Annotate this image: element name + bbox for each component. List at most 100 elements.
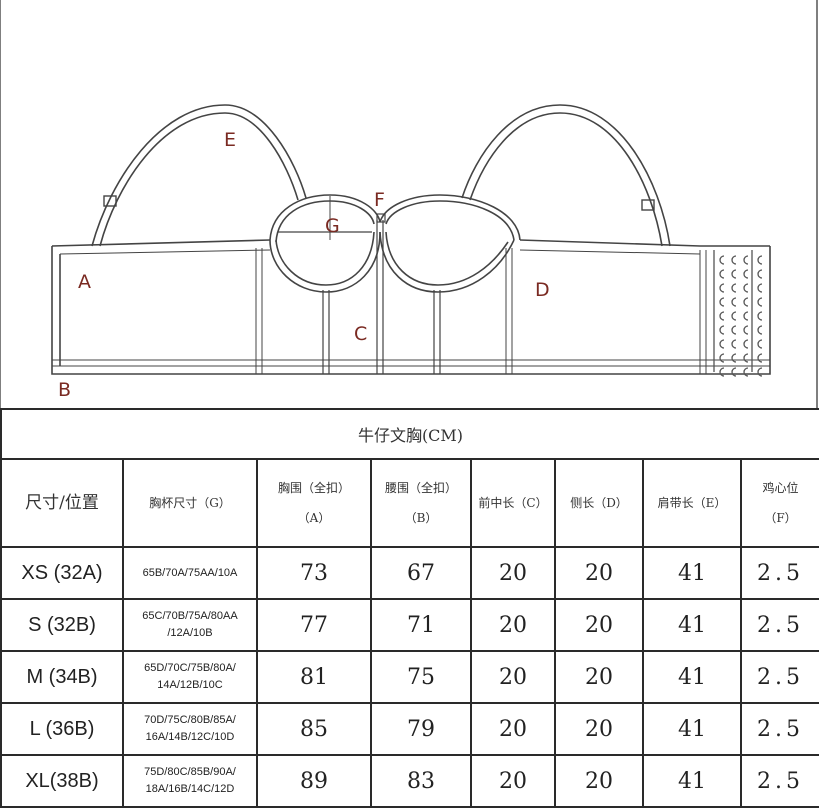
waist-cell: 75 bbox=[370, 650, 472, 704]
band-outline bbox=[51, 220, 771, 375]
cup-size-line2: 16A/14B/12C/10D bbox=[145, 731, 235, 743]
hook-eye bbox=[731, 255, 737, 265]
side-length-cell: 20 bbox=[554, 754, 644, 808]
bust-cell: 73 bbox=[256, 546, 372, 600]
cup-size-cell: 70D/75C/80B/85A/16A/14B/12C/10D bbox=[122, 702, 258, 756]
hook-eye bbox=[731, 297, 737, 307]
center-gore-cell: 2.5 bbox=[740, 598, 819, 652]
hook-eye bbox=[757, 269, 763, 279]
header-waist: 腰围（全扣） （B） bbox=[370, 458, 472, 548]
hook-eye bbox=[719, 311, 725, 321]
hook-eye bbox=[719, 255, 725, 265]
size-cell: S (32B) bbox=[0, 598, 124, 652]
header-center-gore-line2: （F） bbox=[764, 511, 797, 525]
bra-measurement-diagram: A B C D E F G bbox=[0, 0, 818, 408]
cup-size-line1: 65C/70B/75A/80AA bbox=[142, 610, 238, 622]
hook-eye bbox=[719, 283, 725, 293]
hook-eye bbox=[743, 325, 749, 335]
header-size-line1: 尺寸/位置 bbox=[25, 493, 99, 513]
strap-length-cell: 41 bbox=[642, 702, 742, 756]
hook-eye bbox=[731, 367, 737, 377]
label-d: D bbox=[535, 279, 550, 301]
cup-size-cell: 65B/70A/75AA/10A bbox=[122, 546, 258, 600]
label-e: E bbox=[224, 129, 236, 151]
label-f: F bbox=[374, 189, 385, 211]
center-front-cell: 20 bbox=[470, 702, 556, 756]
label-g: G bbox=[325, 215, 340, 237]
hook-eye bbox=[731, 283, 737, 293]
header-waist-line1: 腰围（全扣） bbox=[384, 481, 457, 495]
hook-eye bbox=[731, 339, 737, 349]
hook-eye bbox=[743, 367, 749, 377]
header-side-length-line1: 侧长（D） bbox=[570, 496, 628, 510]
hook-eye bbox=[719, 297, 725, 307]
cup-size-line2: /12A/10B bbox=[167, 627, 213, 639]
cup-size-cell: 65C/70B/75A/80AA/12A/10B bbox=[122, 598, 258, 652]
header-waist-line2: （B） bbox=[404, 511, 438, 525]
size-cell: L (36B) bbox=[0, 702, 124, 756]
hook-eye bbox=[743, 353, 749, 363]
label-a: A bbox=[78, 271, 91, 293]
header-strap-length-line1: 肩带长（E） bbox=[657, 496, 727, 510]
header-cup-size-line1: 胸杯尺寸（G） bbox=[149, 496, 231, 510]
cup-size-line1: 65B/70A/75AA/10A bbox=[142, 566, 238, 579]
bust-cell: 85 bbox=[256, 702, 372, 756]
center-front-cell: 20 bbox=[470, 650, 556, 704]
hook-eye bbox=[719, 353, 725, 363]
hook-eye bbox=[719, 339, 725, 349]
center-gore-cell: 2.5 bbox=[740, 754, 819, 808]
hook-eye bbox=[743, 255, 749, 265]
hook-eye bbox=[757, 325, 763, 335]
hook-eye bbox=[757, 255, 763, 265]
strap-length-cell: 41 bbox=[642, 650, 742, 704]
header-side-length: 侧长（D） bbox=[554, 458, 644, 548]
size-cell: XS (32A) bbox=[0, 546, 124, 600]
strap-length-cell: 41 bbox=[642, 598, 742, 652]
side-length-cell: 20 bbox=[554, 650, 644, 704]
shoulder-straps bbox=[91, 104, 671, 247]
waist-cell: 67 bbox=[370, 546, 472, 600]
hook-eye-closure bbox=[713, 250, 763, 377]
center-front-cell: 20 bbox=[470, 754, 556, 808]
header-center-front-line1: 前中长（C） bbox=[478, 496, 548, 510]
bust-cell: 81 bbox=[256, 650, 372, 704]
label-c: C bbox=[354, 323, 367, 345]
hook-eye bbox=[757, 367, 763, 377]
cup-size-line2: 14A/12B/10C bbox=[157, 679, 223, 691]
hook-eye bbox=[743, 339, 749, 349]
bust-cell: 89 bbox=[256, 754, 372, 808]
side-length-cell: 20 bbox=[554, 598, 644, 652]
hook-eye bbox=[731, 325, 737, 335]
size-cell: XL(38B) bbox=[0, 754, 124, 808]
cups bbox=[269, 194, 521, 293]
waist-cell: 79 bbox=[370, 702, 472, 756]
header-bust-line1: 胸围（全扣） bbox=[277, 481, 350, 495]
center-gore-cell: 2.5 bbox=[740, 546, 819, 600]
header-bust: 胸围（全扣） （A） bbox=[256, 458, 372, 548]
hook-eye bbox=[731, 353, 737, 363]
cup-size-line1: 70D/75C/80B/85A/ bbox=[144, 714, 236, 726]
header-center-gore: 鸡心位 （F） bbox=[740, 458, 819, 548]
hook-eye bbox=[757, 283, 763, 293]
hook-eye bbox=[731, 311, 737, 321]
strap-length-cell: 41 bbox=[642, 754, 742, 808]
side-length-cell: 20 bbox=[554, 546, 644, 600]
header-center-gore-line1: 鸡心位 bbox=[762, 481, 799, 495]
strap-length-cell: 41 bbox=[642, 546, 742, 600]
table-title: 牛仔文胸(CM) bbox=[0, 408, 819, 460]
header-bust-line2: （A） bbox=[297, 511, 331, 525]
bust-cell: 77 bbox=[256, 598, 372, 652]
hook-eye bbox=[719, 269, 725, 279]
hook-eye bbox=[743, 269, 749, 279]
waist-cell: 71 bbox=[370, 598, 472, 652]
hook-eye bbox=[743, 283, 749, 293]
center-front-cell: 20 bbox=[470, 598, 556, 652]
header-center-front: 前中长（C） bbox=[470, 458, 556, 548]
center-gore-cell: 2.5 bbox=[740, 650, 819, 704]
center-front-cell: 20 bbox=[470, 546, 556, 600]
header-cup-size: 胸杯尺寸（G） bbox=[122, 458, 258, 548]
